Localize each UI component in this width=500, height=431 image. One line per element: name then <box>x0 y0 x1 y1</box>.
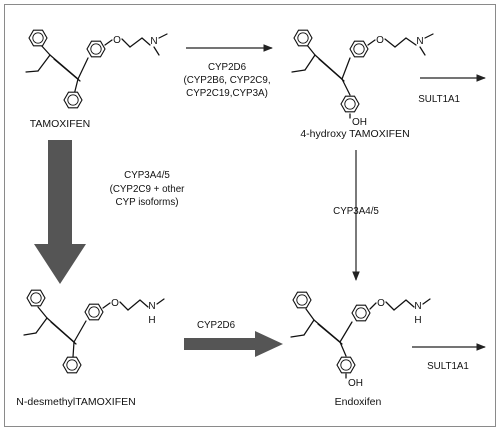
enzyme-cyp2d6-top: CYP2D6 <box>208 62 247 73</box>
hydroxy-tamoxifen-label: 4-hydroxy TAMOXIFEN <box>300 128 409 140</box>
hydroxy-tamoxifen-hydroxyl: OH <box>352 117 367 128</box>
n-desmethyl-tamoxifen-label: N-desmethylTAMOXIFEN <box>16 396 135 408</box>
hydroxy-tamoxifen-structure: O N OH <box>291 29 434 128</box>
enzyme-cyp2d6-bottom: CYP2D6 <box>197 320 236 331</box>
arrow-n-desmethyl-to-endoxifen <box>184 331 283 357</box>
enzyme-cyp3a45-right: CYP3A4/5 <box>333 206 379 217</box>
endoxifen-nitrogen: N <box>414 301 421 312</box>
tamoxifen-oxygen: O <box>113 35 121 46</box>
diagram-frame <box>4 4 496 427</box>
hydroxy-tamoxifen-oxygen: O <box>376 35 384 46</box>
n-desmethyl-nitrogen: N <box>148 301 155 312</box>
tamoxifen-structure: O N <box>25 29 168 109</box>
enzyme-cyp3a45-left-secondary-2: CYP isoforms) <box>116 197 179 208</box>
enzyme-cyp3a45-left: CYP3A4/5 <box>124 170 170 181</box>
endoxifen-hydroxyl: OH <box>348 378 363 389</box>
arrow-tamoxifen-to-n-desmethyl <box>34 140 86 284</box>
endoxifen-oxygen: O <box>377 298 385 309</box>
enzyme-sult1a1-bottom: SULT1A1 <box>427 361 469 372</box>
n-desmethyl-oxygen: O <box>111 298 119 309</box>
endoxifen-label: Endoxifen <box>335 396 382 408</box>
tamoxifen-label: TAMOXIFEN <box>30 118 90 130</box>
enzyme-cyp3a45-left-secondary-1: (CYP2C9 + other <box>110 184 186 195</box>
hydroxy-tamoxifen-nitrogen: N <box>416 36 423 47</box>
enzyme-cyp2d6-top-secondary-2: CYP2C19,CYP3A) <box>186 88 268 99</box>
endoxifen-structure: O N H OH <box>290 291 431 389</box>
enzyme-sult1a1-top: SULT1A1 <box>418 94 460 105</box>
enzyme-cyp2d6-top-secondary-1: (CYP2B6, CYP2C9, <box>183 75 270 86</box>
n-desmethyl-hydrogen: H <box>148 315 155 326</box>
n-desmethyl-tamoxifen-structure: O N H <box>23 289 165 374</box>
tamoxifen-nitrogen: N <box>150 36 157 47</box>
endoxifen-hydrogen: H <box>414 315 421 326</box>
